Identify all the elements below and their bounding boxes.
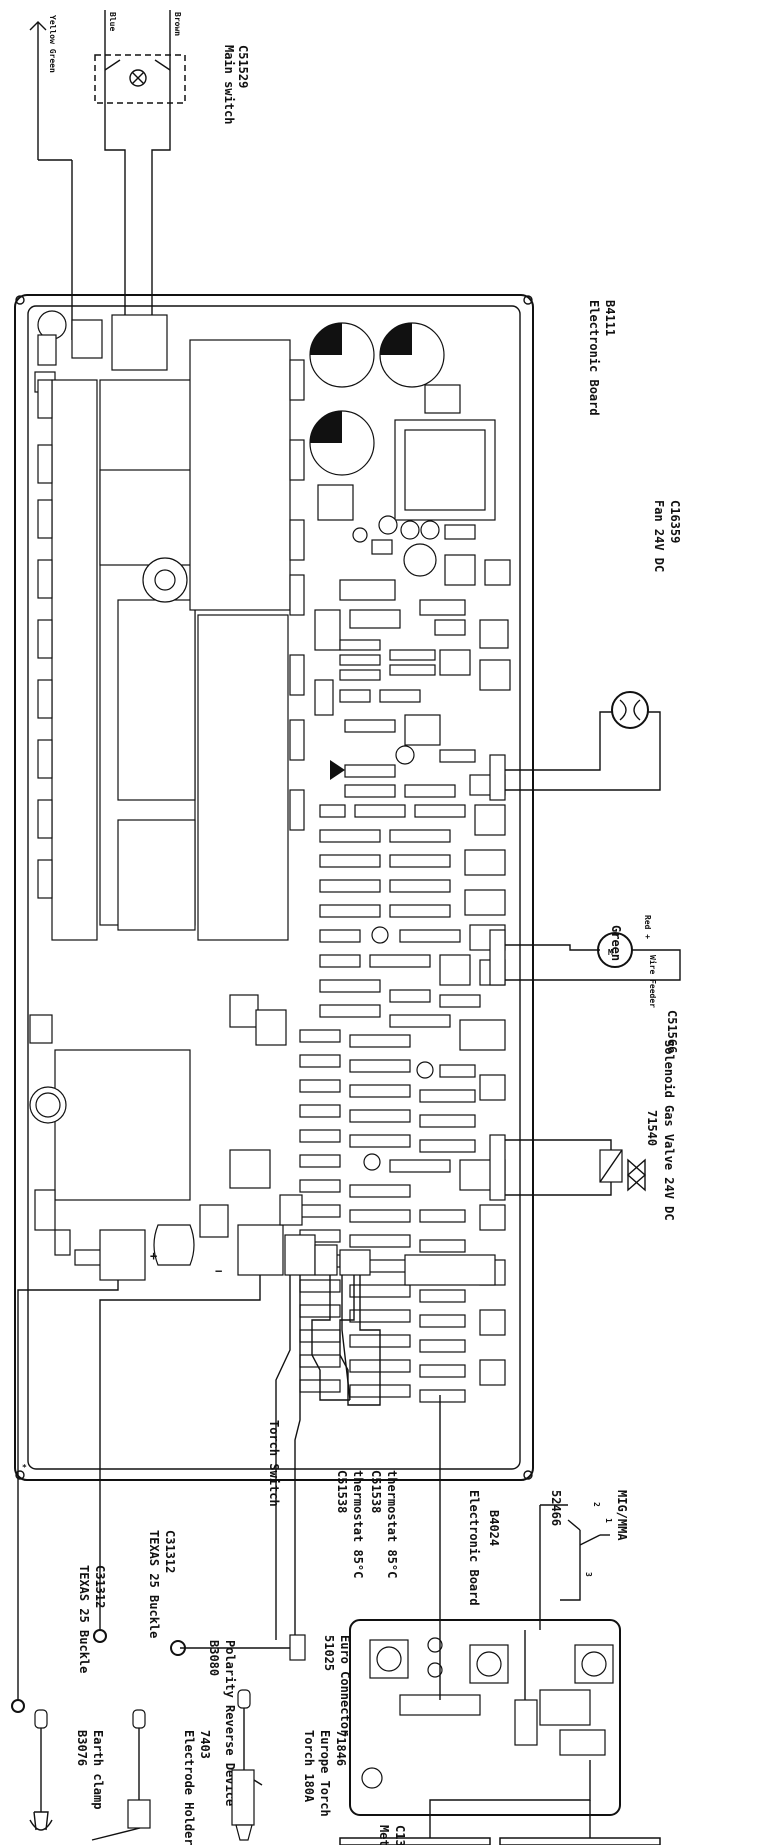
fan [489,691,661,801]
mid-connectors [289,359,305,831]
mig-pin-2: 2 [592,1502,601,1507]
texas-2-label: TEXAS 25 Buckle C31312 [147,1530,177,1646]
euro-connector-label: 51025 Euro Connector [322,1635,352,1736]
main-board-label: Electronic Board B4111 [587,300,617,423]
torch-switch-label: Torch Switch [267,1420,281,1507]
torch [231,1689,263,1841]
polarity-label: B3080 Polarity Reverse Device [207,1640,237,1806]
solenoid-code: 71540 [645,1110,659,1146]
texas-buckle-1 [11,1280,119,1713]
main-switch [94,10,186,104]
mig-mma-label: MIG/MMA [615,1490,629,1541]
texas-buckle-2 [93,1275,261,1643]
electrode-label: Electrode Holder 7403 [182,1730,212,1845]
wire-feeder-code: C51566 [665,1010,679,1053]
earth-lead [29,21,73,340]
thermostat-1-label: C51538 thermostat 85°C [369,1470,399,1578]
mig-pin-1: 1 [604,1518,613,1523]
yellow-green-label: Yellow Green [48,15,57,73]
main-switch-label: Main switch C51529 [222,45,250,132]
meters [339,1760,661,1845]
small-board-label: Electronic Board [467,1490,481,1606]
thermostat-2-label: C51538 thermostat 85°C [335,1470,365,1578]
main-electronic-board [14,294,534,1481]
mig-mma-code: 52466 [549,1490,563,1526]
texas-1-label: TEXAS 25 Buckle C31312 [77,1565,107,1681]
solenoid-valve [489,1134,647,1201]
svg-text:M: M [608,948,613,957]
blue-wire-label: Blue [108,12,117,31]
torch-label: Torch 180A Europe Torch 71846 [302,1730,348,1824]
board-minus-label: − [215,1264,222,1278]
mig-pin-3: 3 [584,1572,593,1577]
red-plus-label: Red + [643,915,652,939]
board-plus-label: + [150,1249,157,1263]
torch-switch [275,1275,301,1640]
small-electronic-board [349,1395,621,1816]
wire-feeder-name: Wire Feeder [648,955,658,1008]
brown-wire-label: Brown [173,12,182,36]
left-connectors [37,379,53,899]
small-components [299,515,511,1403]
thermostats [311,1275,381,1406]
earth-clamp-label: B3076 Earth clamp [75,1730,105,1809]
wire-feeder-label: Green [609,925,623,961]
star-mark: * [22,1463,27,1472]
fan-label: Fan 24V DC C16359 [652,500,682,579]
earth-clamp [29,1709,53,1831]
wire-feeder-motor: M [489,929,681,986]
electrode-holder [91,1709,151,1841]
solenoid-label: Solenoid Gas Valve 24V DC [662,1040,676,1221]
meters-label: Meters C13620 [377,1825,407,1845]
switch-leads [104,95,171,320]
small-board-code: B4024 [487,1510,501,1546]
euro-connector [170,1634,306,1661]
mig-mma-switch [539,1504,610,1630]
